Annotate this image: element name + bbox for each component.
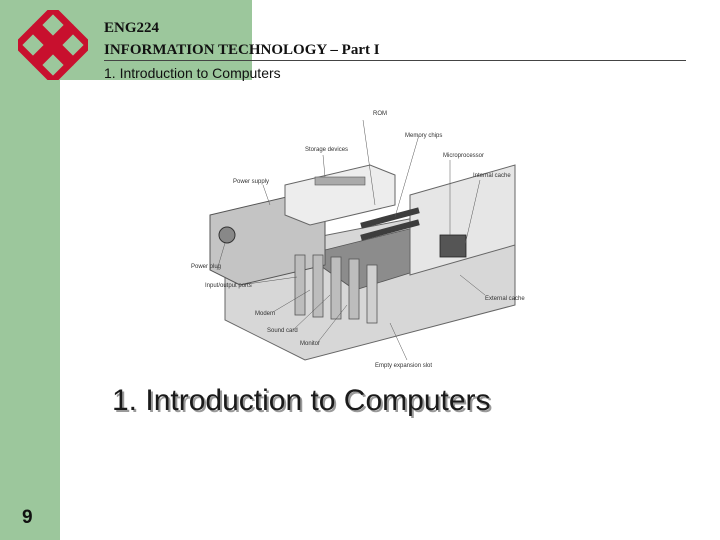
left-sidebar-band [0, 0, 60, 540]
course-code: ENG224 [104, 20, 160, 36]
expansion-card-1 [294, 254, 306, 316]
memory-chip-2 [360, 219, 420, 241]
slide-main-title: 1. Introduction to Computers [112, 384, 491, 417]
label-expansion-slot: Empty expansion slot [375, 363, 432, 369]
drive-bay [284, 164, 396, 226]
expansion-card-4 [348, 258, 360, 320]
label-ports: Input/output ports [205, 283, 252, 289]
university-logo [18, 10, 88, 80]
header-divider [104, 60, 686, 61]
page-number: 9 [22, 507, 33, 528]
power-plug-socket [218, 226, 236, 244]
label-internal-cache: Internal cache [473, 173, 511, 179]
label-memory: Memory chips [405, 133, 442, 139]
section-subtitle: 1. Introduction to Computers [104, 65, 281, 81]
drive-slot [314, 176, 366, 186]
label-storage: Storage devices [305, 147, 348, 153]
case-back-panel [409, 164, 516, 276]
label-power-plug: Power plug [191, 264, 221, 270]
label-external-cache: External cache [485, 296, 525, 302]
expansion-card-3 [330, 256, 342, 320]
label-power-supply: Power supply [233, 179, 269, 185]
label-sound-card: Sound card [267, 328, 298, 334]
expansion-card-2 [312, 254, 324, 318]
microprocessor-chip [439, 234, 467, 258]
computer-components-figure: ROM Memory chips Storage devices Micropr… [191, 111, 525, 369]
label-microprocessor: Microprocessor [443, 153, 484, 159]
memory-chip-1 [360, 207, 420, 229]
label-rom: ROM [373, 111, 387, 117]
label-modem: Modem [255, 311, 275, 317]
expansion-card-5 [366, 264, 378, 324]
header-band [60, 0, 252, 80]
label-monitor: Monitor [300, 341, 320, 347]
course-title: INFORMATION TECHNOLOGY – Part I [104, 42, 380, 58]
